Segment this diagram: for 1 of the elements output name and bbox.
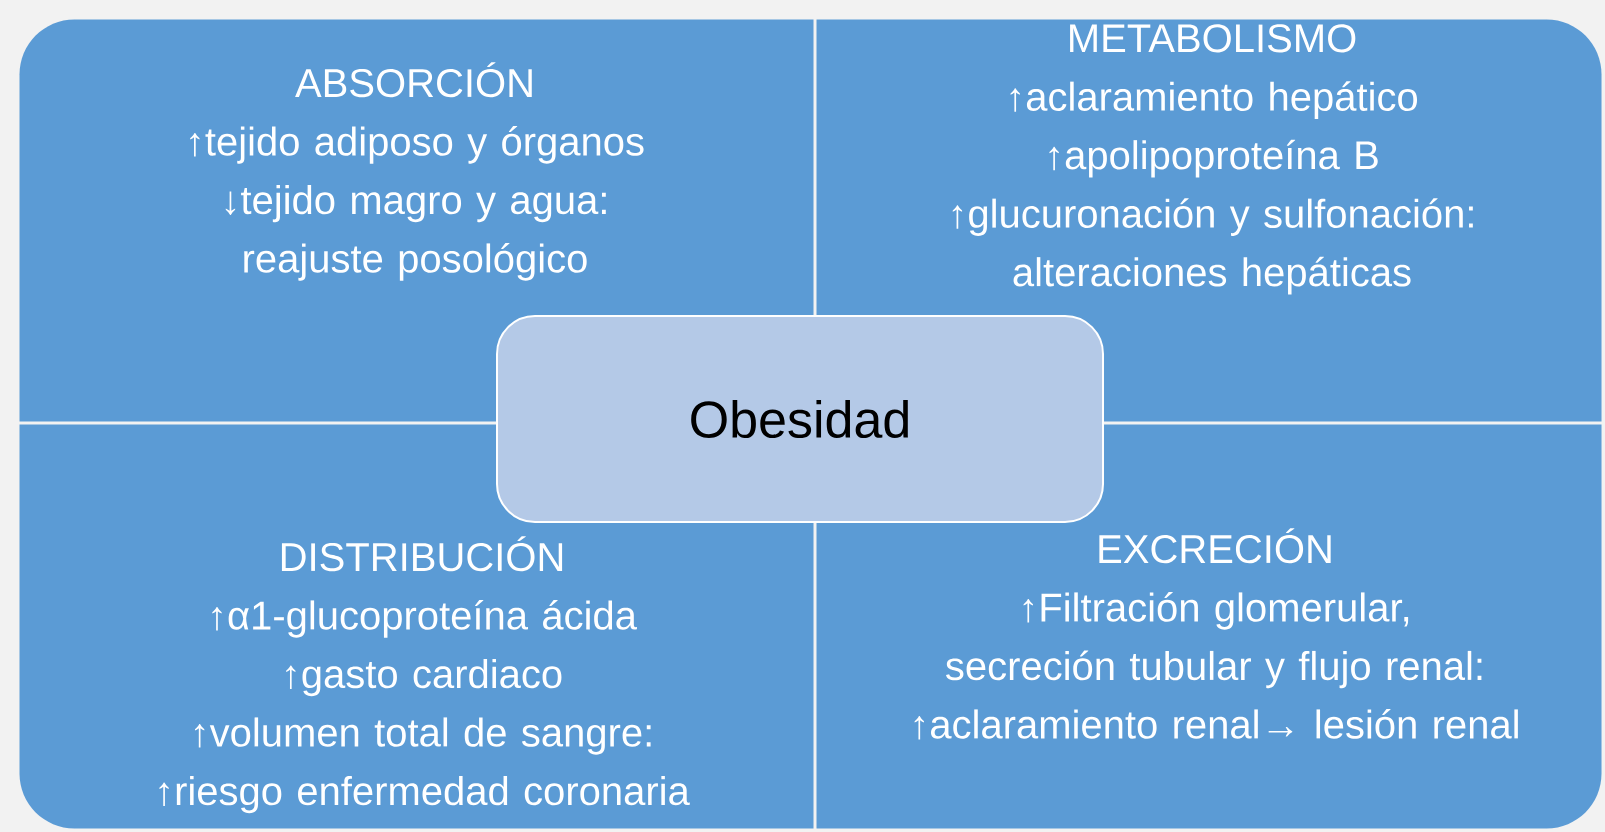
center-box: Obesidad	[496, 315, 1104, 523]
